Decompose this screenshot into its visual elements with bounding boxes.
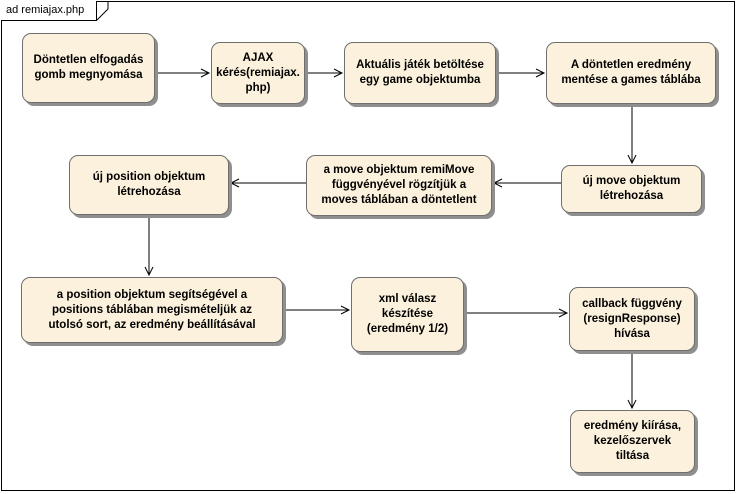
edge-arrowhead-8 (340, 305, 351, 315)
node-label: új move objektum létrehozása (582, 175, 681, 202)
diagram-title: ad remiajax.php (1, 1, 98, 21)
node-label: AJAX kérés(remiajax. php) (216, 51, 300, 94)
node-label: a move objektum remiMove függvényével rö… (321, 164, 477, 206)
node-label: A döntetlen eredmény mentése a games táb… (561, 59, 701, 86)
node-label: új position objektum létrehozása (92, 171, 206, 198)
node-label: a position objektum segítségével a posit… (48, 288, 256, 331)
node-ajax-request: AJAX kérés(remiajax. php) (211, 42, 305, 104)
title-tab-corner (97, 1, 109, 21)
node-label: xml válasz készítése (eredmény 1/2) (366, 293, 449, 335)
node-label: callback függvény (resignResponse) hívás… (582, 297, 682, 340)
node-label: eredmény kiírása, kezelőszervek tiltása (583, 420, 682, 462)
node-label: Aktuális játék betöltése egy game objekt… (356, 59, 484, 86)
node-xml-response: xml válasz készítése (eredmény 1/2) (351, 277, 464, 352)
edge-arrowhead-10 (627, 399, 637, 410)
edge-arrowhead-1 (200, 68, 211, 78)
node-button-press: Döntetlen elfogadás gomb megnyomása (22, 33, 155, 103)
node-show-result: eredmény kiírása, kezelőszervek tiltása (570, 410, 695, 473)
node-repeat-position: a position objektum segítségével a posit… (21, 277, 283, 343)
node-new-move: új move objektum létrehozása (561, 165, 702, 213)
edge-arrowhead-6 (229, 178, 240, 188)
edge-arrowhead-7 (144, 266, 154, 277)
edge-arrowhead-3 (535, 68, 546, 78)
edge-arrowhead-9 (558, 308, 569, 318)
edge-arrowhead-5 (492, 178, 503, 188)
node-load-game: Aktuális játék betöltése egy game objekt… (344, 42, 496, 104)
node-callback: callback függvény (resignResponse) hívás… (569, 287, 695, 351)
node-save-draw: A döntetlen eredmény mentése a games táb… (546, 42, 716, 104)
node-label: Döntetlen elfogadás gomb megnyomása (33, 54, 144, 81)
node-new-position: új position objektum létrehozása (69, 155, 229, 215)
edge-arrowhead-4 (627, 154, 637, 165)
edge-arrowhead-2 (333, 68, 344, 78)
node-remi-move: a move objektum remiMove függvényével rö… (306, 155, 492, 216)
